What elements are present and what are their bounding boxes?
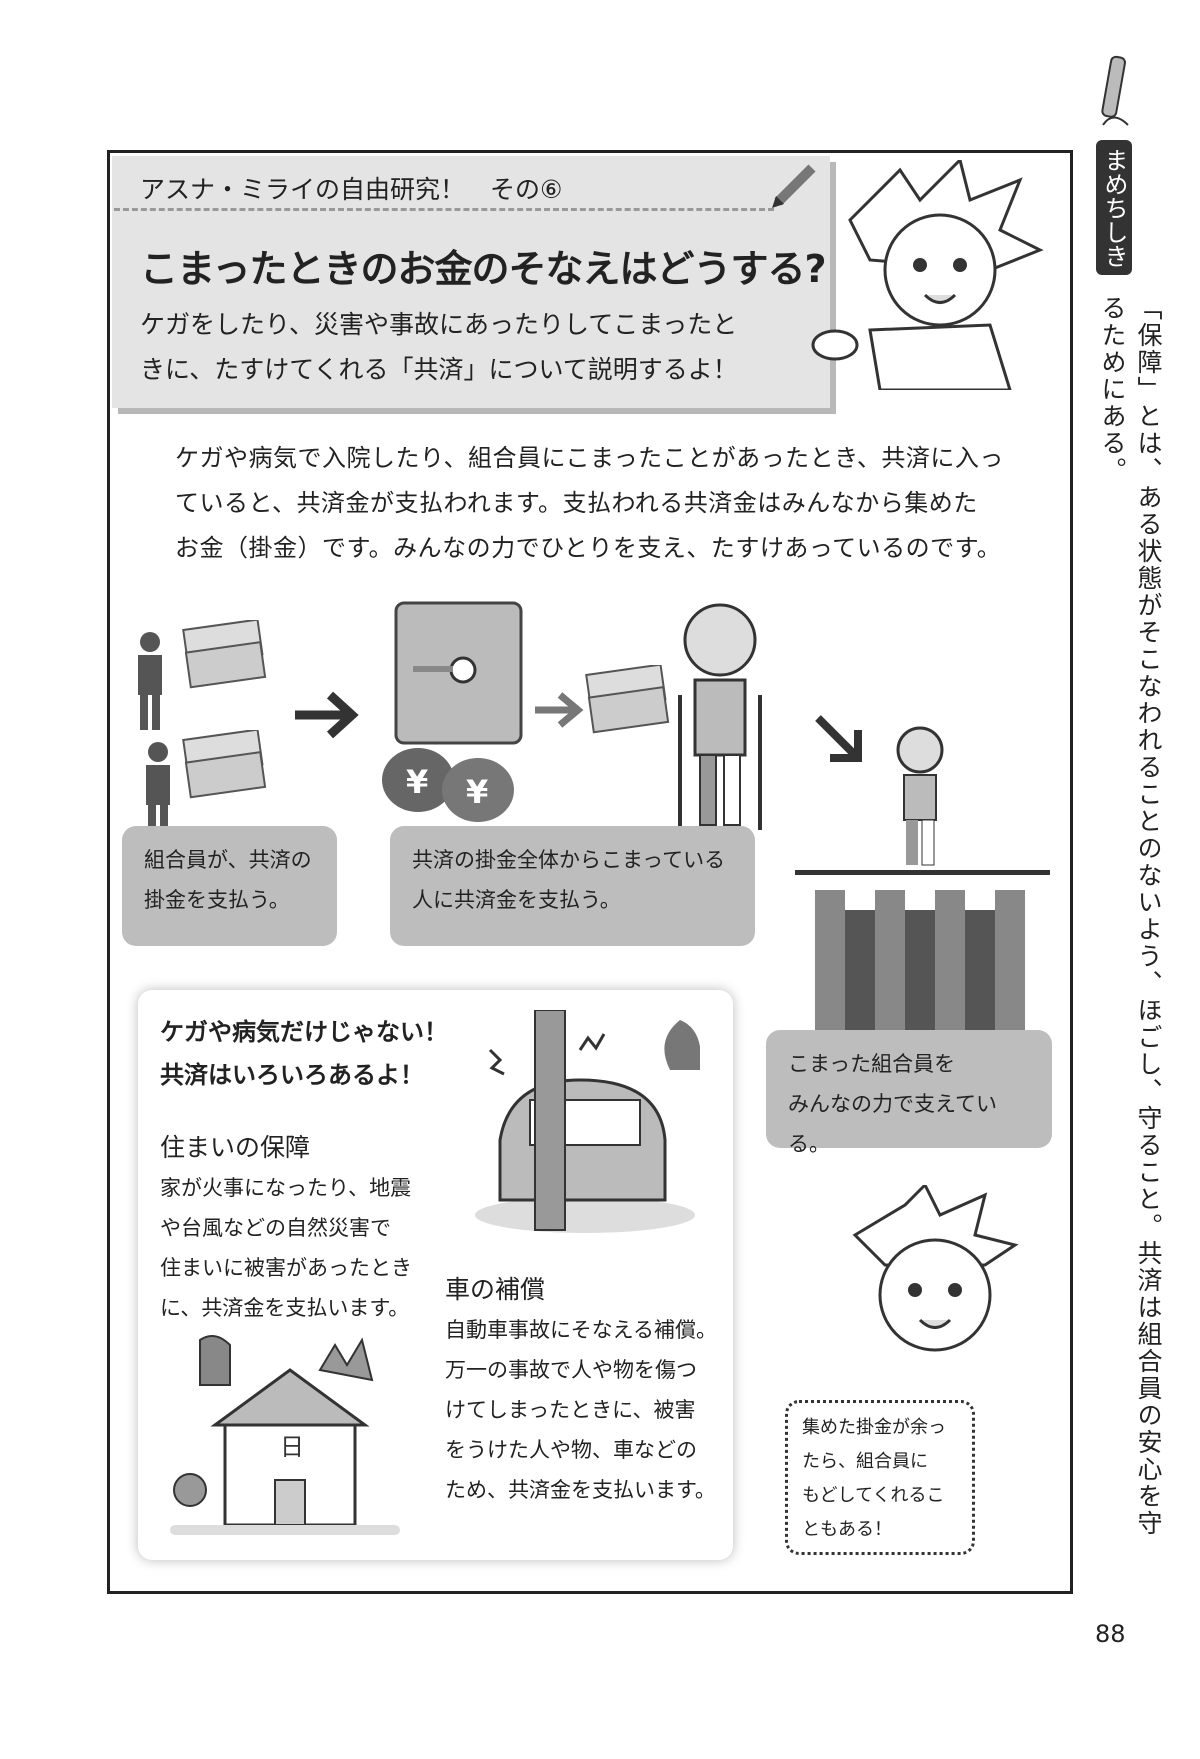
caption-line: 人に共済金を支払う。 bbox=[412, 888, 621, 912]
car-title: 車の補償 bbox=[445, 1275, 546, 1304]
dashed-divider bbox=[114, 208, 774, 211]
text-line: 住まいに被害があったとき bbox=[160, 1256, 412, 1280]
caption-line: 掛金を支払う。 bbox=[144, 888, 290, 912]
sidebar-label: まめちしき bbox=[1096, 140, 1132, 275]
sidebar-text: 「保障」とは、ある状態がそこなわれることのないよう、ほごし、守ること。共済は組合… bbox=[1098, 295, 1163, 1537]
caption-box: こまった組合員をみんなの力で支えている。 bbox=[766, 1030, 1052, 1156]
pen-icon bbox=[1101, 55, 1129, 126]
speech-bubble: 集めた掛金が余ったら、組合員にもどしてくれることもある！ bbox=[785, 1400, 975, 1555]
money-bag-icon: ¥¥ bbox=[382, 748, 514, 822]
text-line: や台風などの自然災害で bbox=[160, 1216, 391, 1240]
bubble-line: たら、組合員に bbox=[802, 1451, 928, 1472]
boy-character-illustration bbox=[811, 160, 1044, 390]
car-text: 自動車事故にそなえる補償。万一の事故で人や物を傷つけてしまったときに、被害をうけ… bbox=[445, 1310, 717, 1510]
car-accident-illustration bbox=[475, 1010, 700, 1233]
yen-symbol: ¥ bbox=[466, 773, 488, 811]
bubble-line: ともある！ bbox=[802, 1519, 892, 1540]
person-icon bbox=[138, 632, 162, 730]
subtitle-line: ケガをしたり、災害や事故にあったりしてこまったと bbox=[140, 310, 738, 339]
page-title: こまったときのお金のそなえはどうする? bbox=[140, 247, 827, 291]
text-line: をうけた人や物、車などの bbox=[445, 1438, 697, 1462]
bubble-line: 集めた掛金が余っ bbox=[802, 1417, 946, 1438]
banknotes-icon bbox=[585, 665, 670, 734]
panel-heading: 共済はいろいろあるよ！ bbox=[160, 1061, 424, 1089]
arrow-right-icon bbox=[295, 691, 359, 739]
arrow-down-right-icon bbox=[815, 715, 862, 762]
banknotes-icon bbox=[182, 730, 267, 799]
safe-icon bbox=[394, 601, 523, 745]
text-line: に、共済金を支払います。 bbox=[160, 1296, 410, 1320]
panel-heading: ケガや病気だけじゃない！ bbox=[160, 1018, 448, 1046]
injured-man-illustration bbox=[678, 603, 762, 830]
caption-line: 組合員が、共済の bbox=[144, 848, 312, 872]
caption-line: こまった組合員を bbox=[788, 1052, 956, 1076]
page-number: 88 bbox=[1095, 1620, 1126, 1648]
series-label: アスナ・ミライの自由研究！ その⑥ bbox=[140, 175, 563, 204]
crowd-supporting-illustration bbox=[795, 870, 1050, 1040]
text-line: 家が火事になったり、地震 bbox=[160, 1176, 412, 1200]
text-line: 万一の事故で人や物を傷つ bbox=[445, 1358, 697, 1382]
boy-character-illustration bbox=[852, 1185, 1019, 1352]
caption-box: 共済の掛金全体からこまっている人に共済金を支払う。 bbox=[390, 826, 755, 946]
house-sign: 日 bbox=[280, 1433, 304, 1461]
intro-line: ケガや病気で入院したり、組合員にこまったことがあったとき、共済に入っ bbox=[175, 444, 1004, 472]
content-frame bbox=[107, 150, 1073, 1594]
caption-line: みんなの力で支えている。 bbox=[788, 1092, 997, 1156]
subtitle-line: きに、たすけてくれる「共済」について説明するよ！ bbox=[140, 355, 738, 384]
header-box bbox=[112, 156, 830, 408]
text-line: ため、共済金を支払います。 bbox=[445, 1478, 716, 1502]
bubble-line: もどしてくれるこ bbox=[802, 1485, 945, 1506]
text-line: けてしまったときに、被害 bbox=[445, 1398, 696, 1422]
arrow-right-icon bbox=[535, 692, 584, 728]
pencil-icon bbox=[772, 164, 816, 208]
housing-text: 家が火事になったり、地震や台風などの自然災害で住まいに被害があったときに、共済金… bbox=[160, 1168, 412, 1328]
yen-symbol: ¥ bbox=[406, 763, 428, 801]
burning-house-illustration: 日 bbox=[170, 1335, 400, 1535]
supported-man-illustration bbox=[896, 726, 944, 866]
intro-line: お金（掛金）です。みんなの力でひとりを支え、たすけあっているのです。 bbox=[175, 534, 1002, 562]
intro-line: ていると、共済金が支払われます。支払われる共済金はみんなから集めた bbox=[175, 489, 978, 517]
housing-title: 住まいの保障 bbox=[160, 1133, 311, 1162]
banknotes-icon bbox=[182, 620, 267, 689]
caption-box: 組合員が、共済の掛金を支払う。 bbox=[122, 826, 337, 946]
person-icon bbox=[146, 742, 170, 840]
text-line: 自動車事故にそなえる補償。 bbox=[445, 1318, 717, 1342]
caption-line: 共済の掛金全体からこまっている bbox=[412, 848, 726, 872]
